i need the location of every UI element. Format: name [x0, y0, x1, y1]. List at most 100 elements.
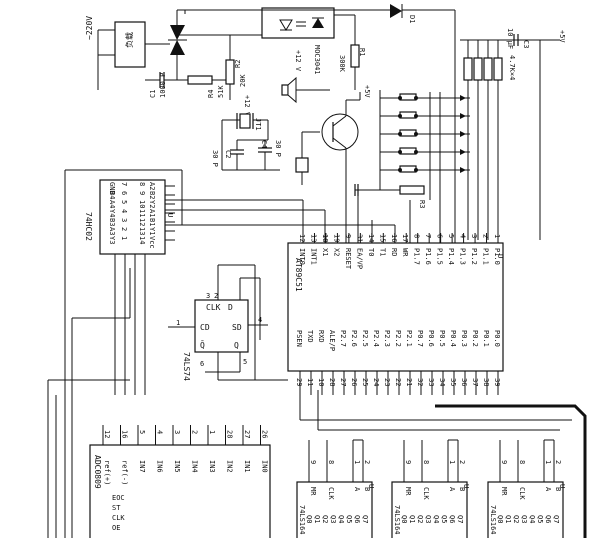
flipflop-pin-number: 6	[200, 360, 204, 368]
adc-side-label: ST	[112, 504, 121, 512]
mcu-top-pin-number: 13	[309, 234, 317, 242]
adc-pin-number: 12	[103, 430, 111, 438]
counter-name: 74LS164	[393, 505, 401, 535]
r1-label: R1	[358, 48, 366, 56]
counter-output-label: Q5	[536, 515, 544, 523]
counter-input-label: A	[448, 487, 456, 492]
push-button-icon	[399, 165, 417, 173]
counter-output-label: Q2	[321, 515, 329, 523]
buffer-top-label: B3	[108, 218, 116, 226]
mcu-bottom-pin-number: 27	[339, 378, 347, 386]
mcu-top-pin-label: T1	[378, 248, 386, 256]
mcu-bottom-pin-number: 34	[438, 378, 446, 386]
counter-input-label: MR	[404, 487, 412, 496]
buffer-top-pin-number: 2	[120, 227, 128, 231]
adc-pin-number: 27	[243, 430, 251, 438]
mcu-bottom-pin-label: P2.5	[361, 330, 369, 347]
r2-value: 20K	[239, 74, 247, 87]
mcu-top-pin-number: 14	[367, 234, 375, 242]
mcu-bottom-pin-label: P2.2	[394, 330, 402, 347]
buffer-top-pin-number: 7	[120, 182, 128, 186]
adc-pin-label: IN6	[156, 460, 164, 473]
mcu-top-pin-number: 17	[401, 234, 409, 242]
mcu-top-pin-number: 1	[493, 234, 501, 238]
mcu-top-pin-number: 8	[413, 234, 421, 238]
vcc5-transistor: +5V	[363, 85, 371, 98]
mcu-bottom-pin-label: P0.7	[416, 330, 424, 347]
push-button-icon	[399, 93, 417, 101]
c2-value: 30 P	[211, 150, 219, 167]
counter-input-label: CLK	[327, 487, 335, 500]
counter-output-label: Q2	[512, 515, 520, 523]
mcu-bottom-pin-number: 26	[350, 378, 358, 386]
d1-label: D1	[408, 15, 416, 23]
adc-pin-number: 3	[173, 430, 181, 434]
adc-side-label: EOC	[112, 494, 125, 502]
buffer-bottom-pin-number: 12	[138, 218, 146, 226]
buffer-top-pin-number: 5	[120, 200, 128, 204]
counter-output-label: Q5	[345, 515, 353, 523]
buffer-top-pin-number: 1	[120, 236, 128, 240]
mcu-body	[287, 242, 504, 372]
counter-ref: U	[558, 484, 566, 488]
buffer-bottom-pin-number: 10	[138, 200, 146, 208]
counter-input-label: A	[353, 487, 361, 492]
counter-output-label: Q3	[329, 515, 337, 523]
buffer-bottom-label: B2	[148, 191, 156, 199]
counter-output-label: Q4	[528, 515, 536, 523]
transistor-icon	[321, 113, 359, 151]
c1-value: 1000 P	[159, 73, 167, 98]
counter-pin-number: 8	[327, 460, 335, 464]
buffer-top-pin-number: 6	[120, 191, 128, 195]
mcu-bottom-pin-label: P2.4	[372, 330, 380, 347]
push-button-icon	[399, 111, 417, 119]
mcu-bottom-pin-number: 39	[493, 378, 501, 386]
r4-value: 51K	[217, 85, 225, 98]
mcu-top-pin-number: 31	[355, 234, 363, 242]
r2-resistor	[225, 59, 235, 85]
adc-body	[89, 444, 271, 538]
buffer-bottom-pin-number: 13	[138, 227, 146, 235]
mcu-top-pin-label: P1.2	[470, 248, 478, 265]
mcu-bottom-pin-label: P0.6	[427, 330, 435, 347]
counter-input-label: CLK	[422, 487, 430, 500]
c4-label: C4	[260, 140, 268, 148]
mcu-bottom-pin-number: 22	[394, 378, 402, 386]
mcu-bottom-pin-label: P2.1	[405, 330, 413, 347]
counter-input-label: B	[363, 487, 371, 491]
mcu-top-pin-label: T0	[367, 248, 375, 256]
flipflop-pin-number: 5	[243, 358, 247, 366]
counter-input-label: MR	[500, 487, 508, 496]
buffer-body	[99, 179, 166, 255]
mcu-bottom-pin-label: TXD	[306, 330, 314, 343]
mcu-top-pin-number: 19	[332, 234, 340, 242]
xtal-label: JT1	[254, 118, 262, 131]
buffer-bottom-label: Vcc	[148, 236, 156, 249]
mains-label: ~220V	[85, 16, 94, 40]
mcu-top-pin-label: P1.4	[447, 248, 455, 265]
mcu-bottom-pin-label: P2.7	[339, 330, 347, 347]
adc-pin-label: IN0	[261, 460, 269, 473]
flipflop-pin-number: 3	[206, 292, 210, 300]
mcu-bottom-pin-number: 11	[306, 378, 314, 386]
mcu-bottom-pin-label: P0.0	[493, 330, 501, 347]
adc-pin-number: 16	[121, 430, 129, 438]
counter-output-label: Q7	[552, 515, 560, 523]
c1-label: C1	[149, 90, 157, 98]
mcu-bottom-pin-number: 28	[328, 378, 336, 386]
counter-pin-number: 9	[404, 460, 412, 464]
counter-input-label: MR	[309, 487, 317, 496]
mcu-bottom-pin-number: 29	[295, 378, 303, 386]
counter-name: 74LS164	[298, 505, 306, 535]
counter-output-label: Q6	[448, 515, 456, 523]
flipflop-pin-label: D	[228, 303, 233, 312]
counter-pin-number: 9	[309, 460, 317, 464]
mcu-bottom-pin-number: 10	[317, 378, 325, 386]
counter-output-label: Q1	[313, 515, 321, 523]
buffer-top-label: A3	[108, 227, 116, 235]
counter-output-label: Q0	[400, 515, 408, 523]
data-bus	[299, 385, 587, 538]
